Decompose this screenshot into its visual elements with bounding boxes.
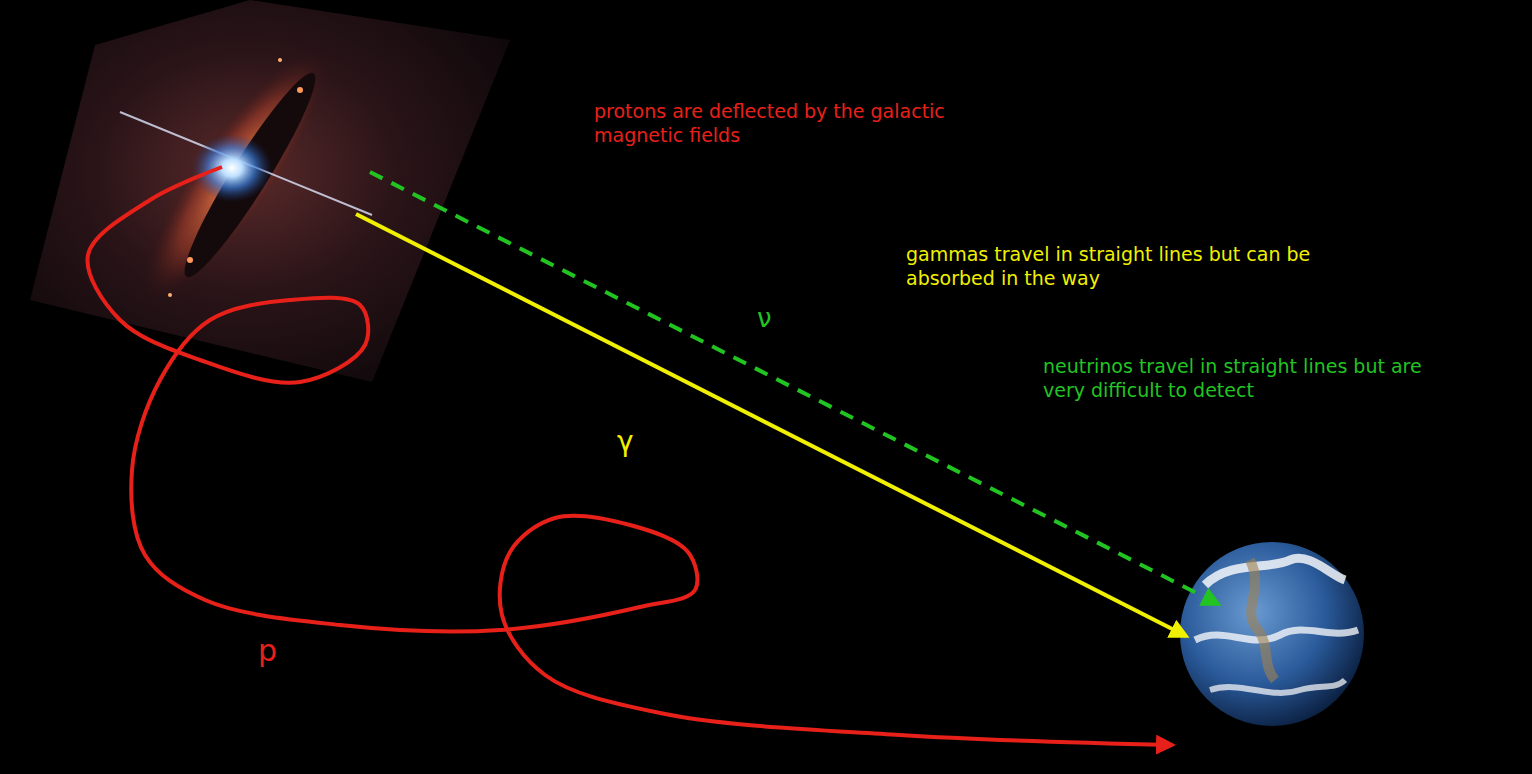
gamma-note: gammas travel in straight lines but can … bbox=[906, 243, 1334, 291]
galaxy-picture bbox=[30, 0, 510, 382]
neutrino-symbol: ν bbox=[757, 302, 772, 335]
earth-picture bbox=[1180, 542, 1364, 726]
proton-symbol: p bbox=[258, 632, 277, 670]
neutrino-note: neutrinos travel in straight lines but a… bbox=[1043, 355, 1463, 403]
proton-note: protons are deflected by the galactic ma… bbox=[594, 100, 1034, 148]
gamma-symbol: γ bbox=[617, 424, 634, 459]
